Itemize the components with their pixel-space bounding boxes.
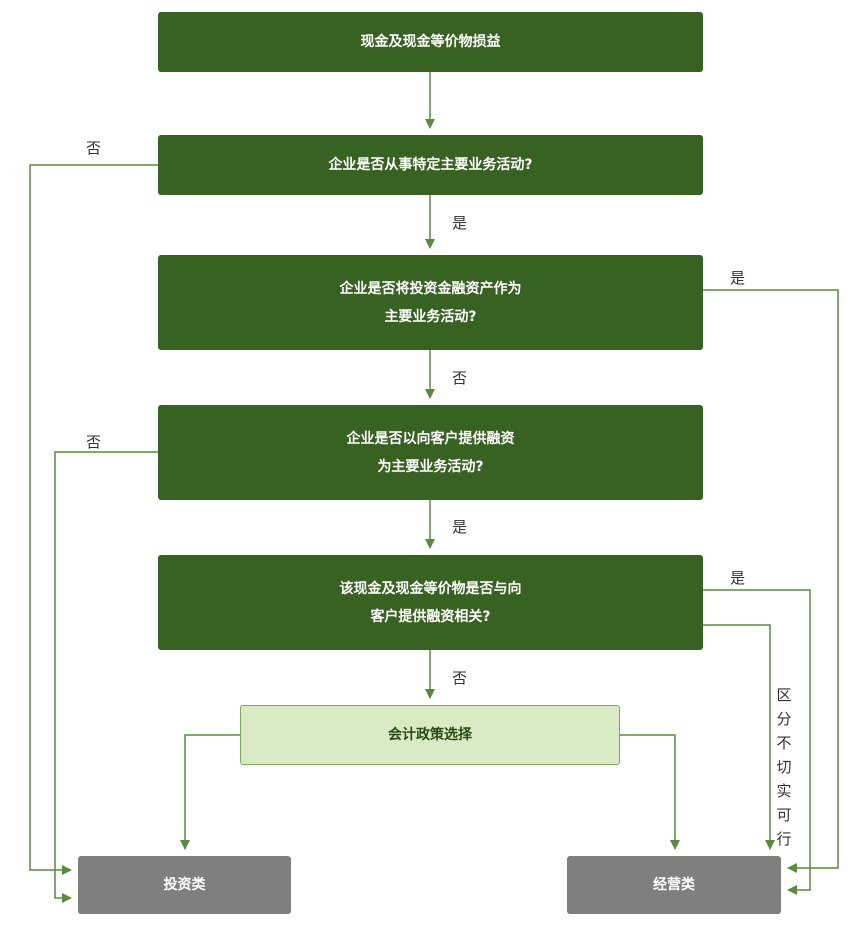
node-q2-line-2: 主要业务活动?	[384, 308, 477, 325]
node-q2-line-1: 企业是否将投资金融资产作为	[339, 280, 522, 297]
node-q4-financing-related: 该现金及现金等价物是否与向 客户提供融资相关?	[158, 555, 703, 650]
label-indistinct-char: 不	[776, 734, 792, 752]
node-operate-label: 经营类	[653, 877, 695, 893]
label-indistinct-char: 分	[776, 710, 792, 728]
label-indistinct-char: 行	[776, 830, 792, 848]
label-q3-yes: 是	[452, 518, 468, 536]
arrow-q2-yes-to-operate	[703, 289, 839, 873]
node-policy-line-1: 会计政策选择	[388, 727, 472, 743]
label-indistinct-char: 切	[776, 758, 792, 776]
node-q2-investment-activity: 企业是否将投资金融资产作为 主要业务活动?	[158, 255, 703, 350]
label-q2-yes: 是	[730, 269, 746, 287]
label-q2-no: 否	[452, 369, 468, 387]
node-start: 现金及现金等价物损益	[158, 12, 703, 72]
arrow-q4-indistinct-to-operate	[703, 624, 775, 850]
label-indistinct-char: 区	[776, 686, 792, 704]
node-q3-line-2: 为主要业务活动?	[377, 458, 484, 475]
label-q4-no: 否	[452, 669, 468, 687]
label-indistinct-vertical: 区 分 不 切 实 可 行	[774, 683, 794, 851]
node-outcome-operate: 经营类	[567, 856, 781, 914]
label-q1-no: 否	[86, 139, 102, 157]
node-q1-line-1: 企业是否从事特定主要业务活动?	[328, 157, 533, 173]
arrow-q3-no-to-invest	[54, 451, 158, 903]
label-q4-yes: 是	[730, 569, 746, 587]
label-q1-yes: 是	[452, 214, 468, 232]
node-q3-line-1: 企业是否以向客户提供融资	[346, 430, 515, 447]
node-q4-line-2: 客户提供融资相关?	[370, 608, 491, 625]
arrow-q1-no-to-invest	[29, 164, 158, 875]
label-indistinct-char: 可	[776, 806, 792, 824]
label-indistinct-char: 实	[776, 782, 792, 800]
label-q3-no: 否	[86, 433, 102, 451]
arrow-policy-to-operate	[620, 734, 680, 850]
node-start-line-1: 现金及现金等价物损益	[360, 34, 501, 50]
arrow-policy-to-invest	[180, 734, 240, 850]
node-policy-choice: 会计政策选择	[240, 705, 620, 765]
arrow-q4-yes-to-operate	[703, 589, 811, 895]
node-q4-line-1: 该现金及现金等价物是否与向	[339, 580, 522, 597]
node-outcome-invest: 投资类	[78, 856, 291, 914]
node-q3-financing-activity: 企业是否以向客户提供融资 为主要业务活动?	[158, 405, 703, 500]
node-q1-specific-activity: 企业是否从事特定主要业务活动?	[158, 135, 703, 195]
node-invest-label: 投资类	[163, 877, 206, 893]
